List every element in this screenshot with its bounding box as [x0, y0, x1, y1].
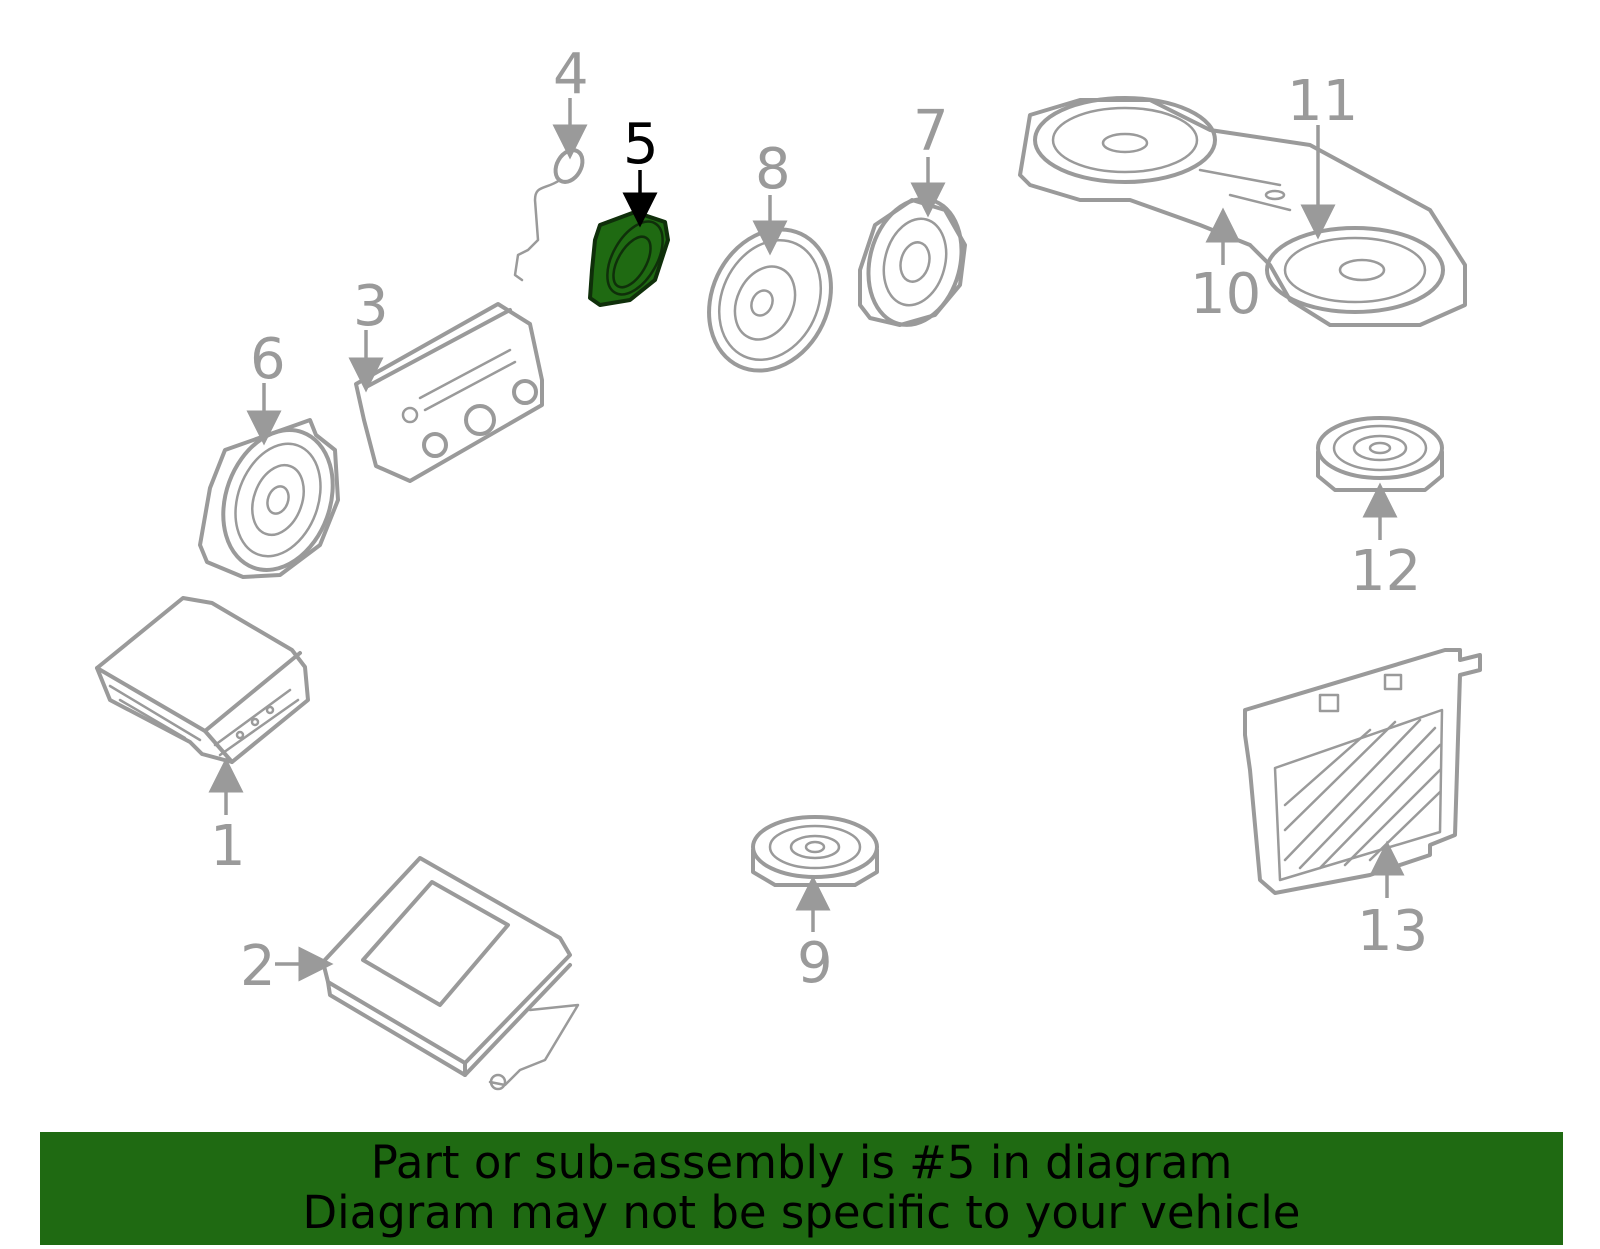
part-4-sensor[interactable]: [513, 145, 588, 282]
part-12-speaker[interactable]: [1316, 416, 1444, 492]
callout-3: 3: [353, 274, 389, 339]
callout-11: 11: [1287, 69, 1358, 134]
callout-1: 1: [210, 814, 246, 879]
callout-arrows: [208, 98, 1405, 982]
banner-disclaimer: Diagram may not be specific to your vehi…: [302, 1186, 1301, 1239]
callout-2: 2: [240, 934, 276, 999]
part-13-module-bracket[interactable]: [1243, 648, 1482, 895]
part-5-highlighted-speaker[interactable]: [588, 210, 674, 307]
callout-6: 6: [250, 327, 286, 392]
part-6-speaker[interactable]: [198, 415, 351, 586]
callout-labels: 1 2 3 4 5 6 7 8 9 10 11 12 13: [210, 42, 1428, 999]
banner-part-note: Part or sub-assembly is #5 in diagram: [370, 1136, 1233, 1189]
callout-12: 12: [1350, 539, 1421, 604]
part-1-amplifier[interactable]: [95, 596, 310, 764]
callout-7: 7: [913, 99, 949, 164]
part-7-speaker[interactable]: [855, 189, 975, 336]
callout-13: 13: [1357, 899, 1428, 964]
info-banner: Part or sub-assembly is #5 in diagram Di…: [40, 1132, 1563, 1245]
part-10-11-subwoofer-assembly[interactable]: [1018, 96, 1467, 327]
part-8-speaker[interactable]: [687, 209, 854, 390]
part-3-radio-panel[interactable]: [354, 302, 544, 483]
part-2-control-module[interactable]: [321, 856, 580, 1091]
callout-8: 8: [755, 137, 791, 202]
part-9-speaker[interactable]: [751, 815, 879, 887]
callout-9: 9: [797, 931, 833, 996]
callout-5: 5: [623, 112, 659, 177]
callout-10: 10: [1190, 262, 1261, 327]
callout-4: 4: [553, 42, 589, 107]
